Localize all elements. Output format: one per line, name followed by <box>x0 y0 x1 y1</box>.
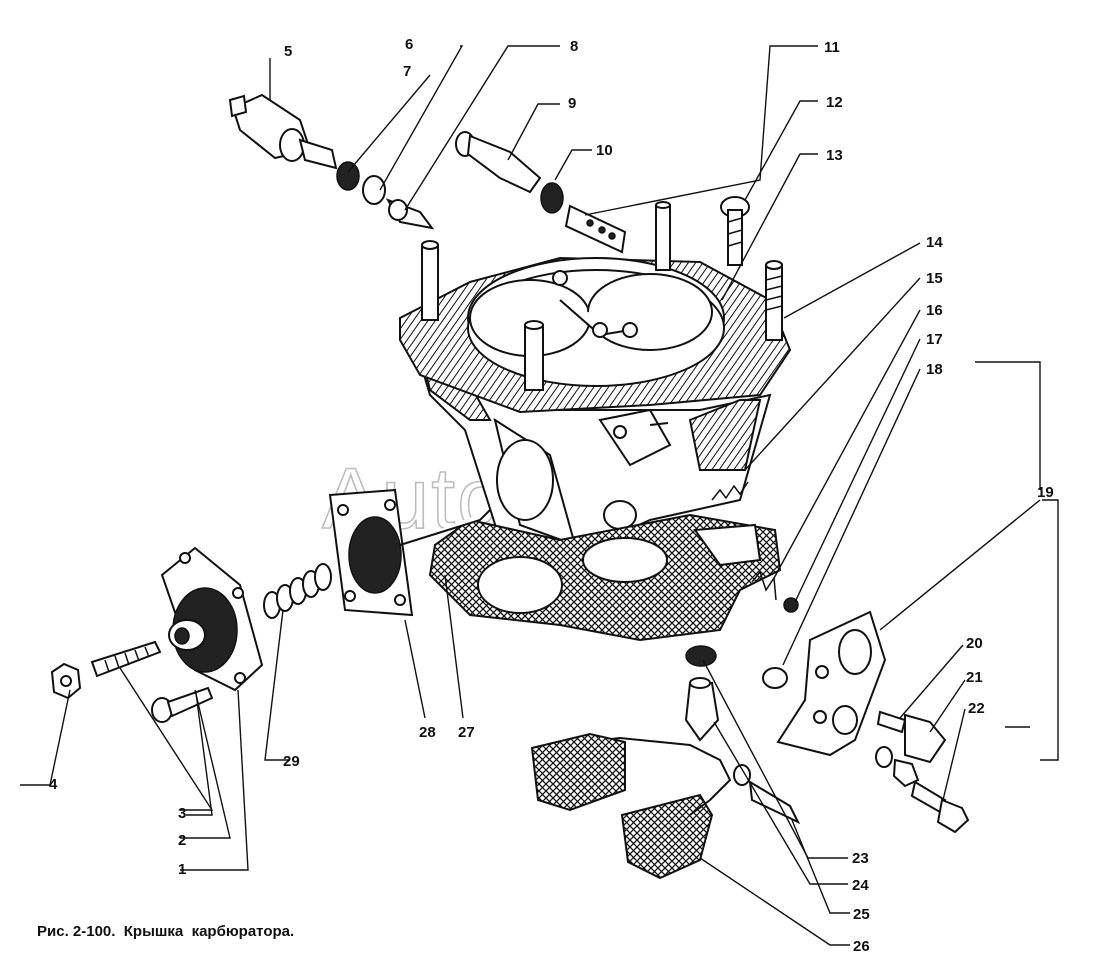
spring-16 <box>751 570 777 601</box>
callout-16: 16 <box>926 302 943 319</box>
callout-17: 17 <box>926 331 943 348</box>
solenoid-valve-5 <box>228 93 338 170</box>
callout-28: 28 <box>419 724 436 741</box>
spring-15 <box>711 481 749 501</box>
nut-4 <box>50 662 82 700</box>
callout-10: 10 <box>596 142 613 159</box>
carburetor-cover-body <box>399 201 792 562</box>
callout-29: 29 <box>283 753 300 770</box>
washer-7 <box>362 175 386 205</box>
washer-23 <box>685 645 717 667</box>
screw-3 <box>151 686 214 723</box>
screw-20 <box>876 710 947 764</box>
callout-4: 4 <box>49 776 58 793</box>
nut-21 <box>875 746 920 788</box>
filter-11 <box>564 204 627 254</box>
diaphragm-cover-1 <box>160 546 264 692</box>
spring-29 <box>263 563 332 619</box>
fitting-9 <box>455 131 542 194</box>
callout-12: 12 <box>826 94 843 111</box>
seal-18 <box>762 667 788 689</box>
callout-24: 24 <box>852 877 869 894</box>
valve-24 <box>684 677 720 742</box>
callout-3: 3 <box>178 805 186 822</box>
callout-9: 9 <box>568 95 576 112</box>
callout-13: 13 <box>826 147 843 164</box>
callout-5: 5 <box>284 43 292 60</box>
callout-27: 27 <box>458 724 475 741</box>
adjusting-screw-2 <box>90 640 162 678</box>
callout-15: 15 <box>926 270 943 287</box>
callout-21: 21 <box>966 669 983 686</box>
screw-25 <box>733 764 801 825</box>
callout-2: 2 <box>178 832 186 849</box>
callout-20: 20 <box>966 635 983 652</box>
leader-lines <box>20 45 1059 946</box>
callout-labels: 5 6 7 8 9 10 11 12 13 14 15 16 17 18 19 … <box>49 36 1054 955</box>
lever-26 <box>530 732 732 880</box>
callout-25: 25 <box>853 906 870 923</box>
callout-7: 7 <box>403 63 411 80</box>
figure-caption: Рис. 2-100. Крышка карбюратора. <box>37 923 295 940</box>
washer-6 <box>336 161 360 191</box>
callout-22: 22 <box>968 700 985 717</box>
callout-11: 11 <box>824 39 840 56</box>
callout-8: 8 <box>570 38 578 55</box>
callout-18: 18 <box>926 361 943 378</box>
bolt-22 <box>910 780 970 834</box>
flange-28 <box>328 488 491 617</box>
washer-10 <box>540 182 564 214</box>
lever-19 <box>776 610 887 757</box>
gasket-27 <box>428 513 782 642</box>
callout-26: 26 <box>853 938 870 955</box>
jet-8 <box>385 198 435 230</box>
callout-6: 6 <box>405 36 413 53</box>
screw-12 <box>720 196 750 266</box>
callout-19: 19 <box>1037 484 1054 501</box>
callout-1: 1 <box>178 861 186 878</box>
callout-14: 14 <box>926 234 943 251</box>
callout-23: 23 <box>852 850 869 867</box>
